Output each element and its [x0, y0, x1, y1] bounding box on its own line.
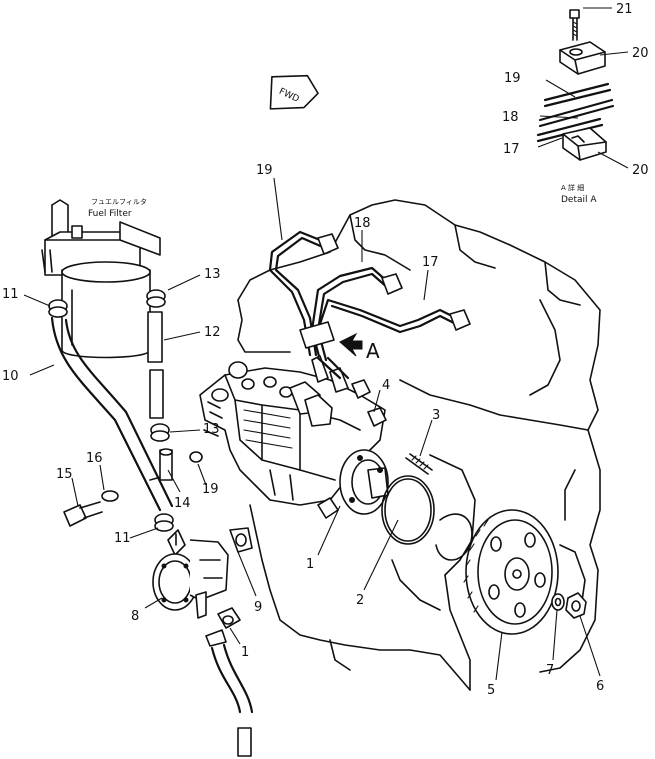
callout-9: 9 [254, 600, 262, 615]
clamp-lower-20 [562, 127, 607, 161]
callout-17: 17 [422, 255, 439, 270]
feed-pump-8 [152, 529, 229, 619]
callout-13-upper: 13 [204, 267, 221, 282]
view-a-label: A [366, 339, 380, 363]
fuel-filter: フュエルフィルタ Fuel Filter [41, 197, 161, 359]
gasket-16 [101, 490, 119, 502]
callout-11-lower: 11 [114, 531, 131, 546]
hose-clamps [48, 289, 174, 532]
callout-18: 18 [354, 216, 371, 231]
callout-14: 14 [174, 496, 191, 511]
detail-a-label: Detail A [561, 195, 597, 205]
engine-block [237, 199, 601, 691]
callout-7: 7 [546, 663, 554, 678]
callout-1-feed: 1 [241, 645, 249, 660]
callout-19-gasket: 19 [202, 482, 219, 497]
callout-12: 12 [204, 325, 221, 340]
banjo-fitting-14 [159, 448, 173, 481]
callout-19: 19 [256, 163, 273, 178]
callout-11-upper: 11 [2, 287, 19, 302]
eye-bolt-15 [63, 501, 103, 527]
callout-20-lower: 20 [632, 163, 649, 178]
leader-lines [23, 7, 629, 681]
callout-15: 15 [56, 467, 73, 482]
callout-16: 16 [86, 451, 103, 466]
washer-7 [551, 593, 565, 611]
callout-10: 10 [2, 369, 19, 384]
detail-a-jp-label: A 詳 細 [561, 183, 584, 192]
callout-21: 21 [616, 2, 633, 17]
callout-8: 8 [131, 609, 139, 624]
callout-2: 2 [356, 593, 364, 608]
injection-tubes: A [268, 230, 471, 393]
callout-19-detail: 19 [504, 71, 521, 86]
stud-3 [405, 453, 433, 475]
nut-washer-1 [205, 607, 241, 647]
callout-numbers: 21 20 19 18 17 20 19 18 17 13 11 12 10 1… [2, 2, 649, 698]
fuel-hose-12 [147, 311, 164, 419]
callout-5: 5 [487, 683, 495, 698]
bolt-21 [569, 9, 580, 41]
fuel-hose-lower [210, 643, 254, 757]
callout-4: 4 [382, 378, 390, 393]
nut-6 [565, 592, 587, 619]
callout-18-detail: 18 [502, 110, 519, 125]
forward-direction-arrow: FWD [269, 74, 319, 110]
o-ring-2 [381, 475, 435, 545]
fuel-filter-jp-label: フュエルフィルタ [91, 197, 147, 206]
callout-20-upper: 20 [632, 46, 649, 61]
nut-4 [351, 379, 387, 427]
fuel-filter-label: Fuel Filter [88, 209, 132, 219]
gasket-19 [189, 451, 203, 463]
injection-pump [199, 361, 389, 519]
callout-1-pump: 1 [306, 557, 314, 572]
callout-17-detail: 17 [503, 142, 520, 157]
callout-3: 3 [432, 408, 440, 423]
callout-13-lower: 13 [203, 422, 220, 437]
gasket-9 [229, 527, 253, 553]
callout-6: 6 [596, 679, 604, 694]
timing-gear-5 [463, 509, 559, 635]
detail-a-clamp: A 詳 細 Detail A [536, 9, 615, 205]
